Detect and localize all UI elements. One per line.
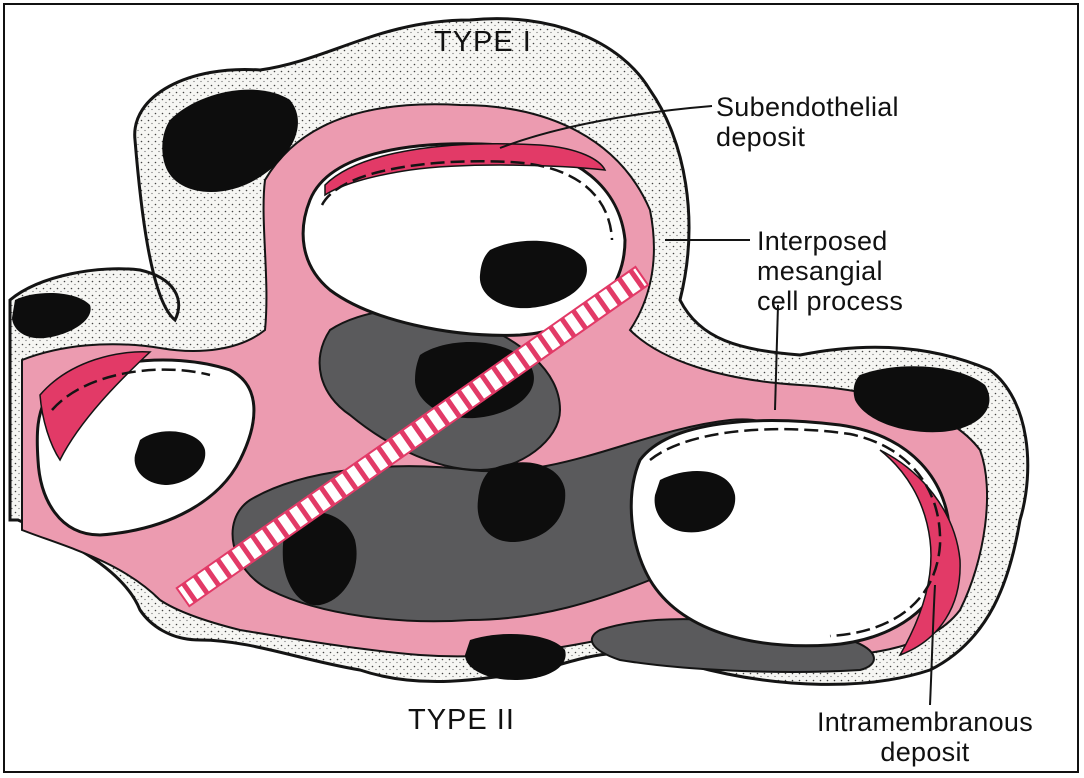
label-intramembranous-deposit: Intramembranous deposit <box>780 707 1070 767</box>
capillary-lumen-right <box>631 421 950 646</box>
label-line: Subendothelial <box>716 92 899 122</box>
label-line: Intramembranous <box>780 707 1070 737</box>
label-subendothelial-deposit: Subendothelial deposit <box>716 92 899 152</box>
type-two-title: TYPE II <box>408 705 515 735</box>
label-line: deposit <box>780 737 1070 767</box>
label-line: Interposed <box>757 226 903 256</box>
label-line: deposit <box>716 122 899 152</box>
label-interposed-mesangial: Interposed mesangial cell process <box>757 226 903 316</box>
label-line: cell process <box>757 286 903 316</box>
label-line: mesangial <box>757 256 903 286</box>
type-one-title: TYPE I <box>434 27 532 57</box>
